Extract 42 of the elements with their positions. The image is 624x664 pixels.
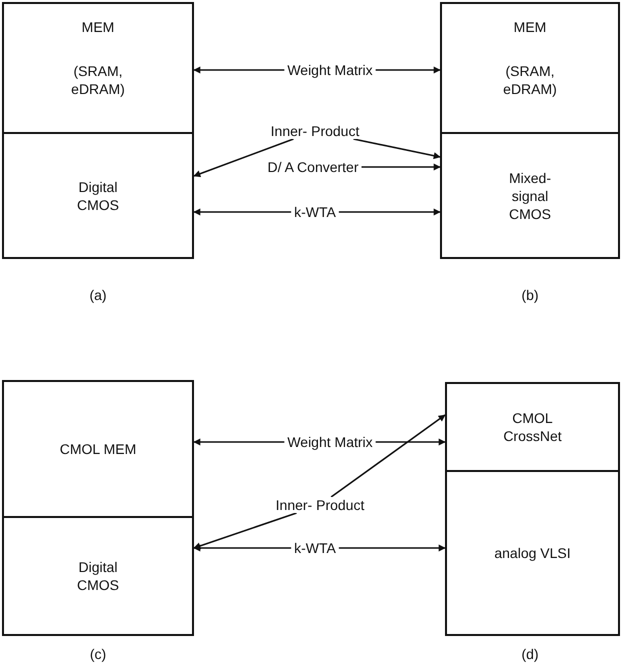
box-text: CMOL MEM xyxy=(58,440,138,458)
arrow-label: D/ A Converter xyxy=(266,159,360,175)
box-text: analog VLSI xyxy=(493,544,572,562)
arrow-label: Weight Matrix xyxy=(286,62,374,78)
arrow xyxy=(193,138,294,178)
arrow xyxy=(353,138,441,160)
process-box xyxy=(2,132,194,259)
process-box xyxy=(440,2,620,134)
box-text: CMOL CrossNet xyxy=(502,409,563,445)
arrow xyxy=(193,438,284,446)
box-text: (SRAM, eDRAM) xyxy=(502,62,558,98)
arrow xyxy=(338,544,446,552)
box-text: Mixed-signal CMOS xyxy=(508,168,552,222)
arrow-label: k-WTA xyxy=(293,540,337,556)
process-box xyxy=(445,382,620,472)
arrow xyxy=(193,208,292,216)
arrow xyxy=(193,544,292,552)
panel-label: (b) xyxy=(521,287,539,303)
arrow-label: Weight Matrix xyxy=(286,434,374,450)
box-text: Digital CMOS xyxy=(76,558,120,594)
box-text: (SRAM, eDRAM) xyxy=(70,62,126,98)
panel-label: (c) xyxy=(90,646,106,662)
box-heading: MEM xyxy=(80,18,116,36)
box-heading: MEM xyxy=(512,18,548,36)
arrow xyxy=(376,66,441,74)
box-text: Digital CMOS xyxy=(76,178,120,214)
process-box xyxy=(440,132,620,259)
arrow xyxy=(330,414,446,498)
arrow-label: Inner- Product xyxy=(270,123,360,139)
arrow xyxy=(362,164,441,170)
arrow xyxy=(193,512,297,550)
arrow-label: Inner- Product xyxy=(274,497,366,513)
process-box xyxy=(445,470,620,636)
process-box xyxy=(2,2,194,134)
process-box xyxy=(2,516,194,636)
panel-label: (a) xyxy=(89,287,107,303)
arrow xyxy=(338,208,441,216)
process-box xyxy=(2,380,194,518)
panel-label: (d) xyxy=(521,646,539,662)
arrow xyxy=(193,66,284,74)
arrow xyxy=(376,438,446,446)
arrow-label: k-WTA xyxy=(293,204,337,220)
